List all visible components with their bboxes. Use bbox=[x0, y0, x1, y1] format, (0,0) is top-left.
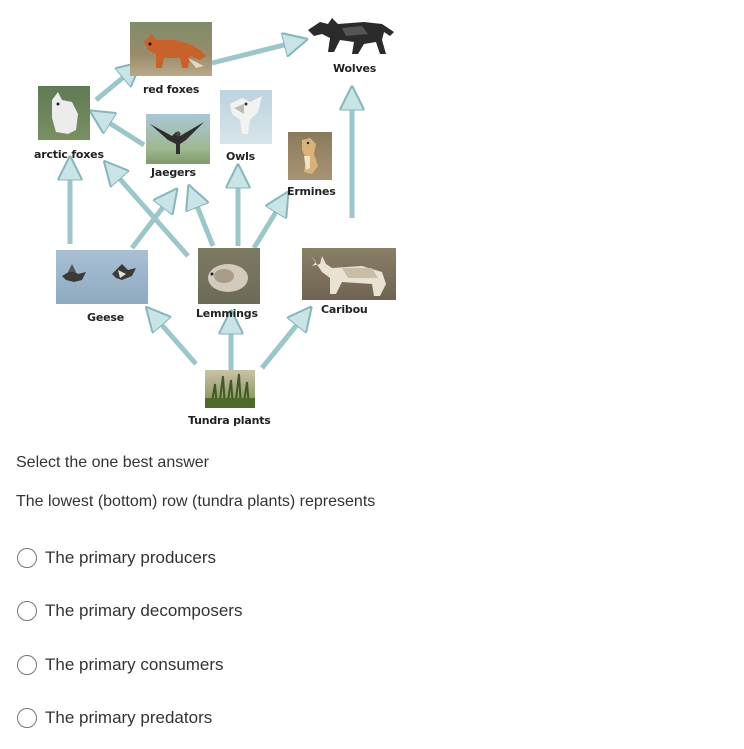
lemmings-image bbox=[198, 248, 260, 304]
option-primary-predators[interactable]: The primary predators bbox=[17, 706, 212, 730]
radio-button[interactable] bbox=[17, 548, 37, 568]
option-label: The primary consumers bbox=[45, 655, 224, 674]
arrow-jaegers-arcticfoxes bbox=[100, 117, 146, 148]
food-web-arrows bbox=[0, 0, 744, 370]
label-geese: Geese bbox=[87, 311, 124, 324]
label-red-foxes: red foxes bbox=[143, 83, 200, 96]
arrow-plants-geese bbox=[154, 316, 198, 366]
label-caribou: Caribou bbox=[321, 303, 368, 316]
red-foxes-image bbox=[130, 22, 212, 76]
food-web-diagram: Wolves red foxes arctic foxes Jaegers Ow… bbox=[0, 0, 744, 427]
option-primary-decomposers[interactable]: The primary decomposers bbox=[17, 599, 242, 623]
arrow-lemmings-jaegers bbox=[193, 196, 216, 247]
option-label: The primary decomposers bbox=[45, 601, 243, 620]
label-lemmings: Lemmings bbox=[196, 307, 258, 320]
label-wolves: Wolves bbox=[333, 62, 377, 75]
radio-button[interactable] bbox=[17, 601, 37, 621]
question-text: The lowest (bottom) row (tundra plants) … bbox=[16, 493, 376, 510]
option-primary-producers[interactable]: The primary producers bbox=[17, 546, 216, 570]
option-label: The primary producers bbox=[45, 548, 217, 567]
arctic-foxes-image bbox=[38, 86, 90, 140]
jaegers-image bbox=[146, 114, 210, 164]
label-owls: Owls bbox=[226, 150, 256, 163]
ermines-image bbox=[288, 132, 332, 180]
label-jaegers: Jaegers bbox=[151, 166, 196, 179]
arrow-plants-caribou bbox=[260, 316, 304, 370]
owls-image bbox=[220, 90, 272, 144]
option-primary-consumers[interactable]: The primary consumers bbox=[17, 653, 224, 677]
arrow-arcticfoxes-redfoxes bbox=[94, 70, 132, 102]
instruction-text: Select the one best answer bbox=[16, 454, 210, 471]
wolves-image bbox=[302, 10, 398, 62]
arrow-lemmings-ermines bbox=[251, 202, 282, 250]
arrow-geese-jaegers bbox=[130, 198, 170, 250]
arrow-lemmings-arcticfoxes bbox=[112, 170, 190, 258]
radio-button[interactable] bbox=[17, 655, 37, 675]
arrow-redfoxes-wolves bbox=[211, 42, 296, 66]
geese-image bbox=[56, 250, 148, 304]
label-arctic-foxes: arctic foxes bbox=[34, 148, 104, 161]
caribou-image bbox=[302, 248, 396, 300]
label-tundra-plants: Tundra plants bbox=[188, 414, 271, 427]
radio-button[interactable] bbox=[17, 708, 37, 728]
tundra-plants-image bbox=[205, 370, 255, 408]
option-label: The primary predators bbox=[45, 708, 213, 727]
label-ermines: Ermines bbox=[287, 185, 336, 198]
